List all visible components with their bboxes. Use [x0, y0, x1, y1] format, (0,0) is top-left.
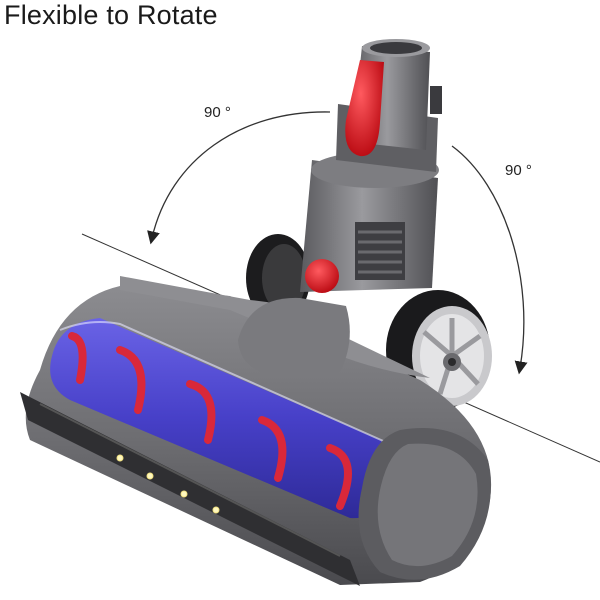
right-rotation-arrow-icon — [451, 145, 528, 375]
left-rotation-arrow-icon — [147, 111, 331, 245]
connector-pipe — [336, 39, 442, 172]
swivel-neck — [300, 152, 439, 293]
release-button — [305, 259, 339, 293]
rotation-angle-left-label: 90 ° — [204, 104, 231, 121]
page-title: Flexible to Rotate — [4, 0, 218, 30]
end-cap — [358, 428, 491, 580]
red-latch — [345, 60, 384, 157]
base-plate — [20, 392, 360, 586]
led-lights-icon — [116, 454, 220, 514]
brush-roller — [50, 318, 396, 519]
rotation-angle-right-label: 90 ° — [505, 162, 532, 179]
